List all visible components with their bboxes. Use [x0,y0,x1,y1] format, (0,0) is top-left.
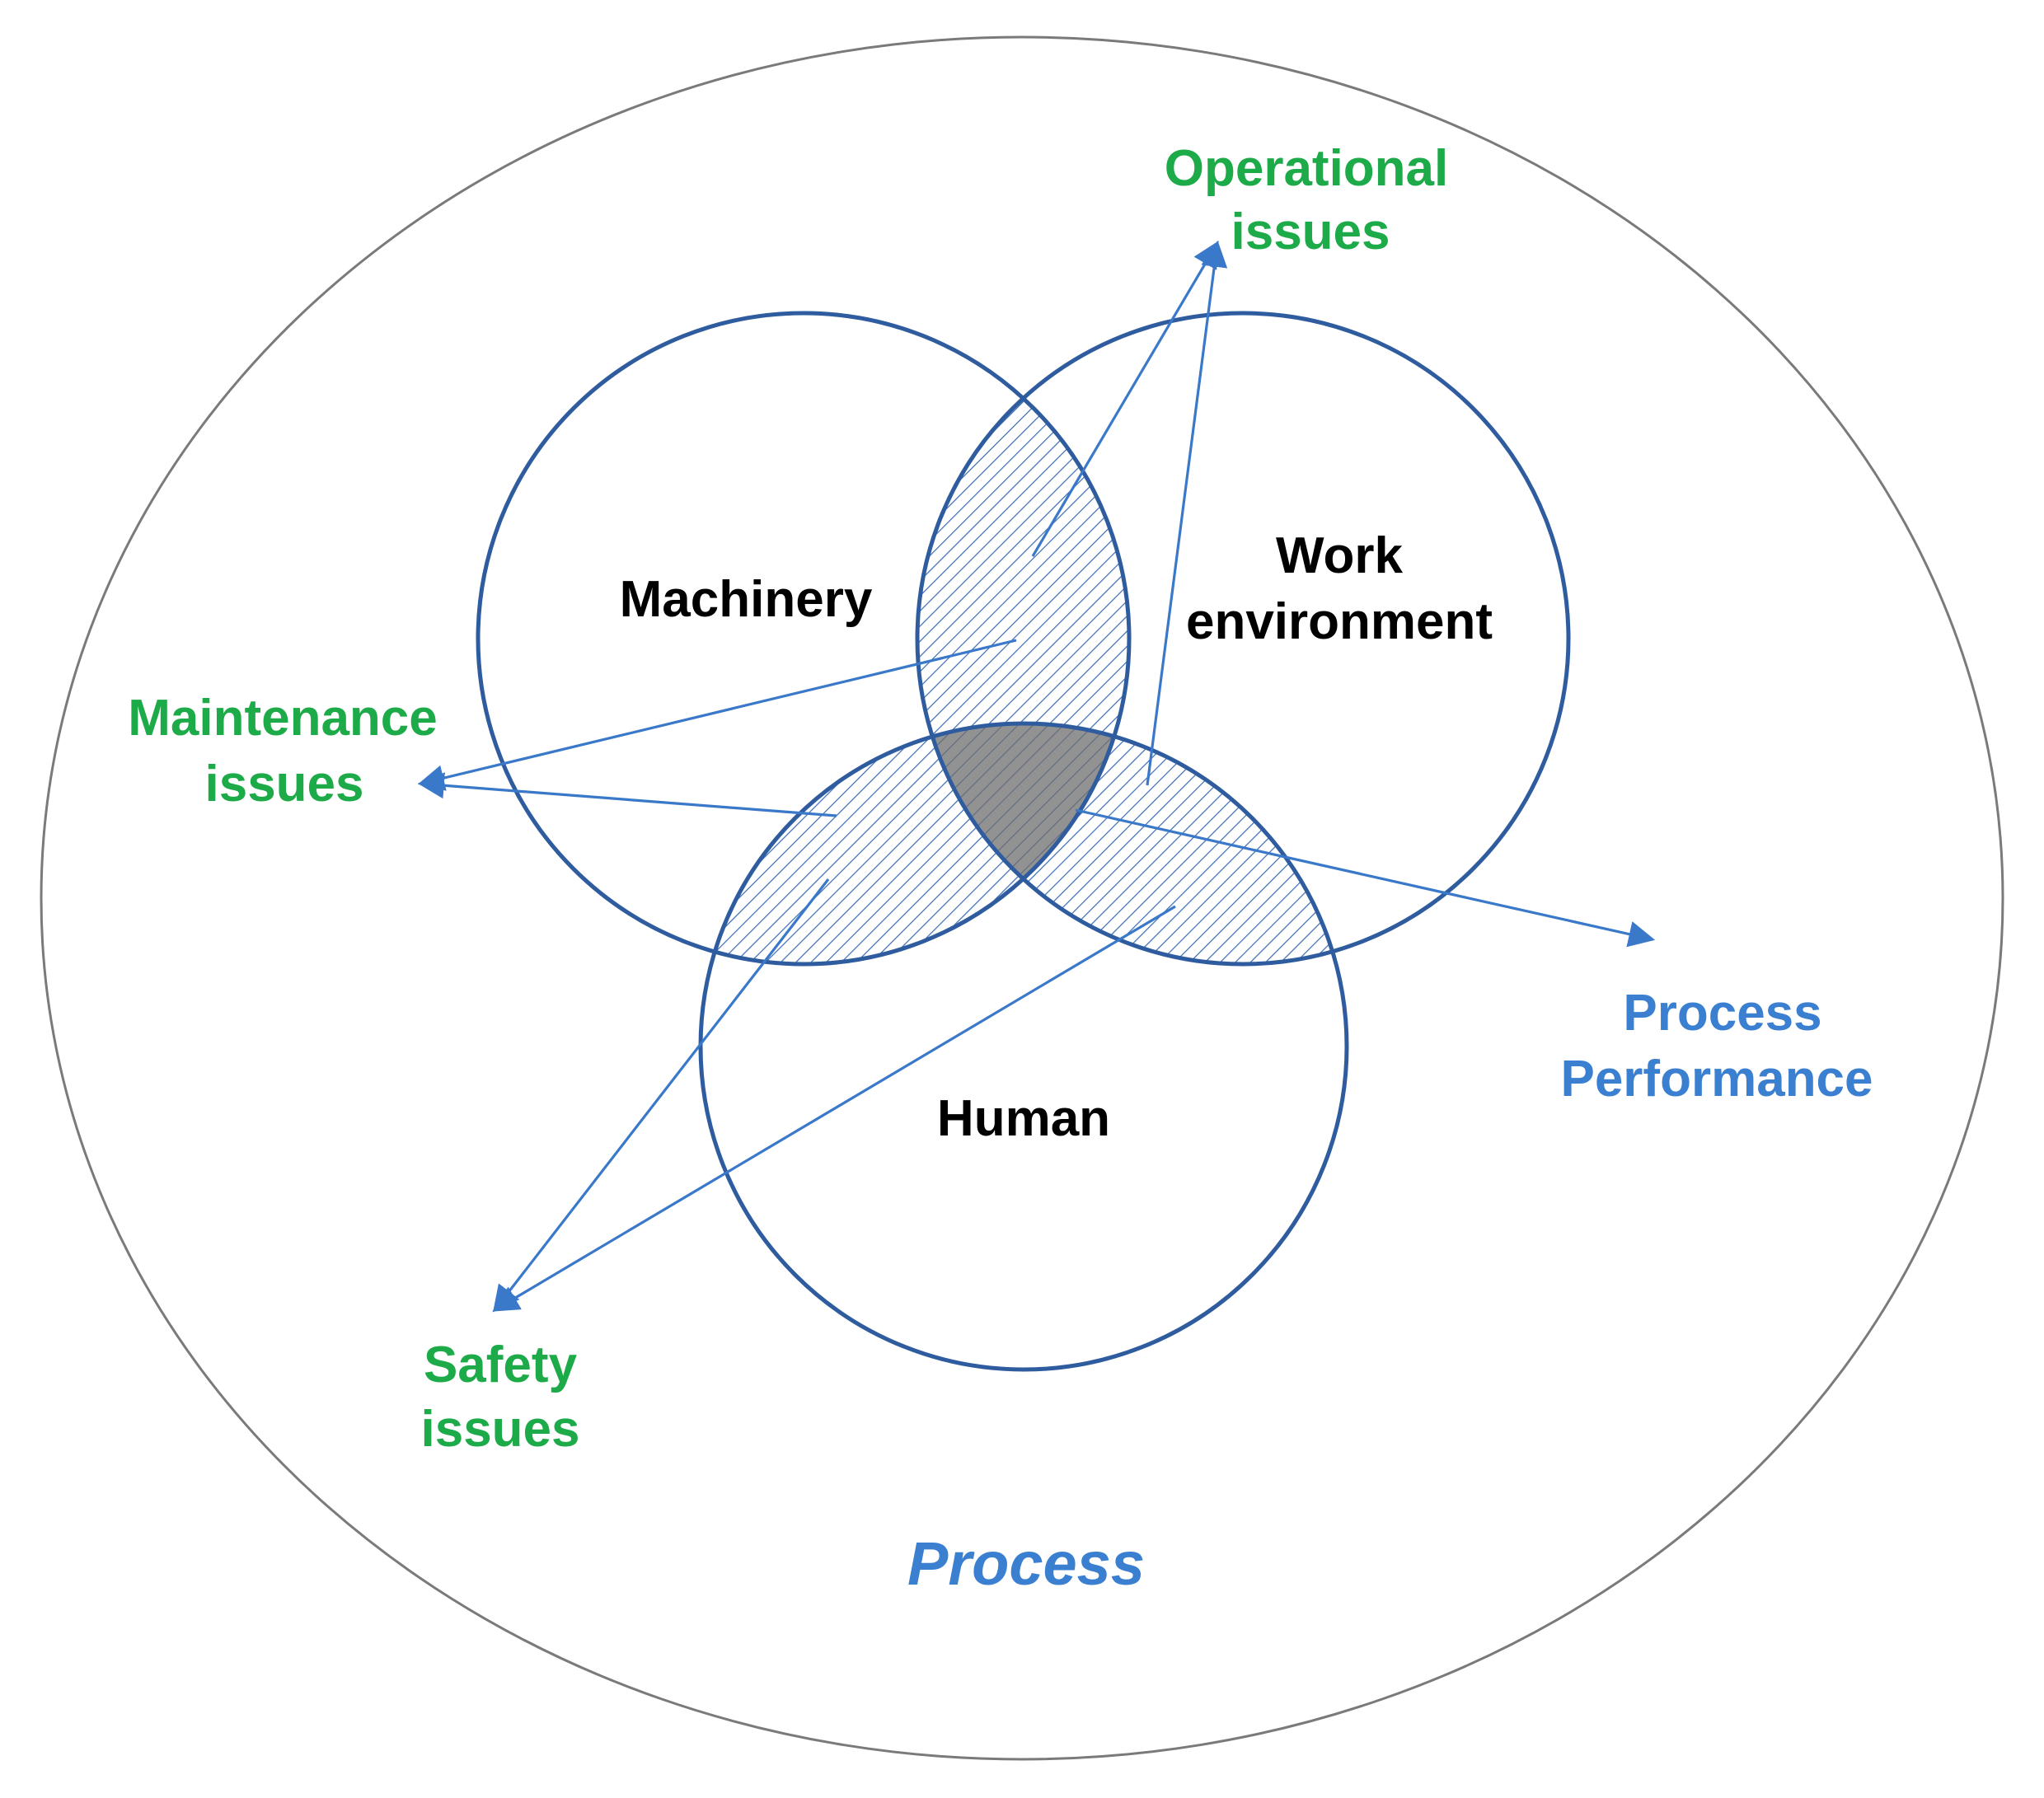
machinery-circle [476,311,1132,967]
work-environment-label-line1: Work [1276,527,1403,584]
arrow-operational-from-mw [1031,241,1219,557]
maintenance-issues-label-line2: issues [204,756,363,812]
safety-issues-label-line2: issues [420,1401,579,1458]
arrow-operational-from-wh [1146,240,1228,786]
human-circle [698,721,1349,1372]
arrow-maintenance-from-mh [417,772,837,817]
maintenance-issues-label-line1: Maintenance [128,690,438,747]
intersection-machinery-human [701,723,1129,964]
safety-issues-label-line1: Safety [424,1337,578,1393]
arrow-process-performance [1075,808,1656,948]
operational-issues-label-line2: issues [1231,204,1390,260]
process-performance-label-line1: Process [1623,985,1821,1042]
operational-issues-label-line1: Operational [1165,140,1449,197]
human-label: Human [937,1090,1110,1147]
work-environment-label-line2: environment [1186,593,1493,650]
process-label: Process [907,1529,1145,1598]
arrow-safety-from-wh [492,905,1176,1312]
process-performance-label-line2: Performance [1560,1051,1873,1107]
arrows [417,240,1656,1313]
arrow-safety-from-mh [493,878,830,1313]
process-boundary [40,35,2004,1761]
work-environment-circle [915,311,1571,967]
intersection-work-human [917,723,1347,964]
arrow-maintenance-from-mw [417,639,1017,791]
machinery-label: Machinery [620,571,873,628]
